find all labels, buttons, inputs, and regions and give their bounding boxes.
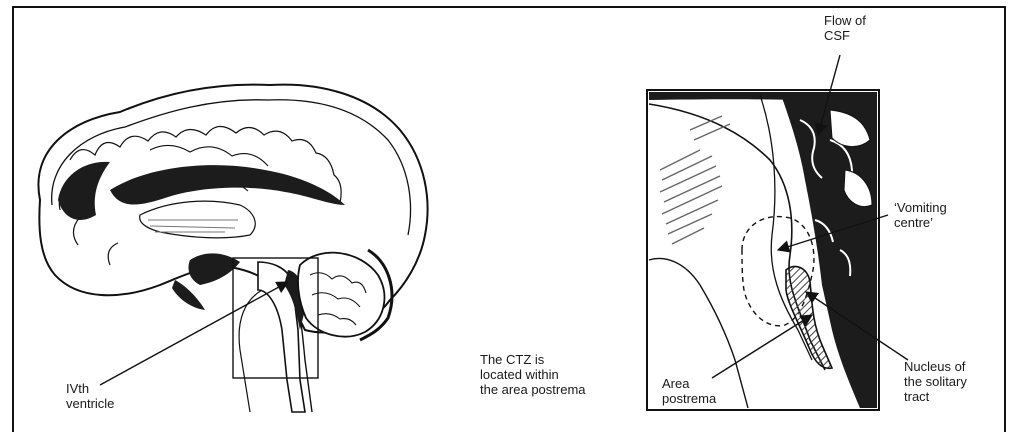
flow-of-csf-label: Flow of CSF xyxy=(824,13,866,43)
ctz-caption: The CTZ is located within the area postr… xyxy=(480,352,586,397)
nucleus-solitary-tract-label: Nucleus of the solitary tract xyxy=(904,359,967,404)
brain-drawing xyxy=(38,85,427,412)
area-postrema-label: Area postrema xyxy=(662,376,716,406)
vomiting-centre-label: ‘Vomiting centre’ xyxy=(894,200,947,230)
ivth-ventricle-label: IVth ventricle xyxy=(66,381,114,411)
detail-drawing xyxy=(647,90,879,410)
